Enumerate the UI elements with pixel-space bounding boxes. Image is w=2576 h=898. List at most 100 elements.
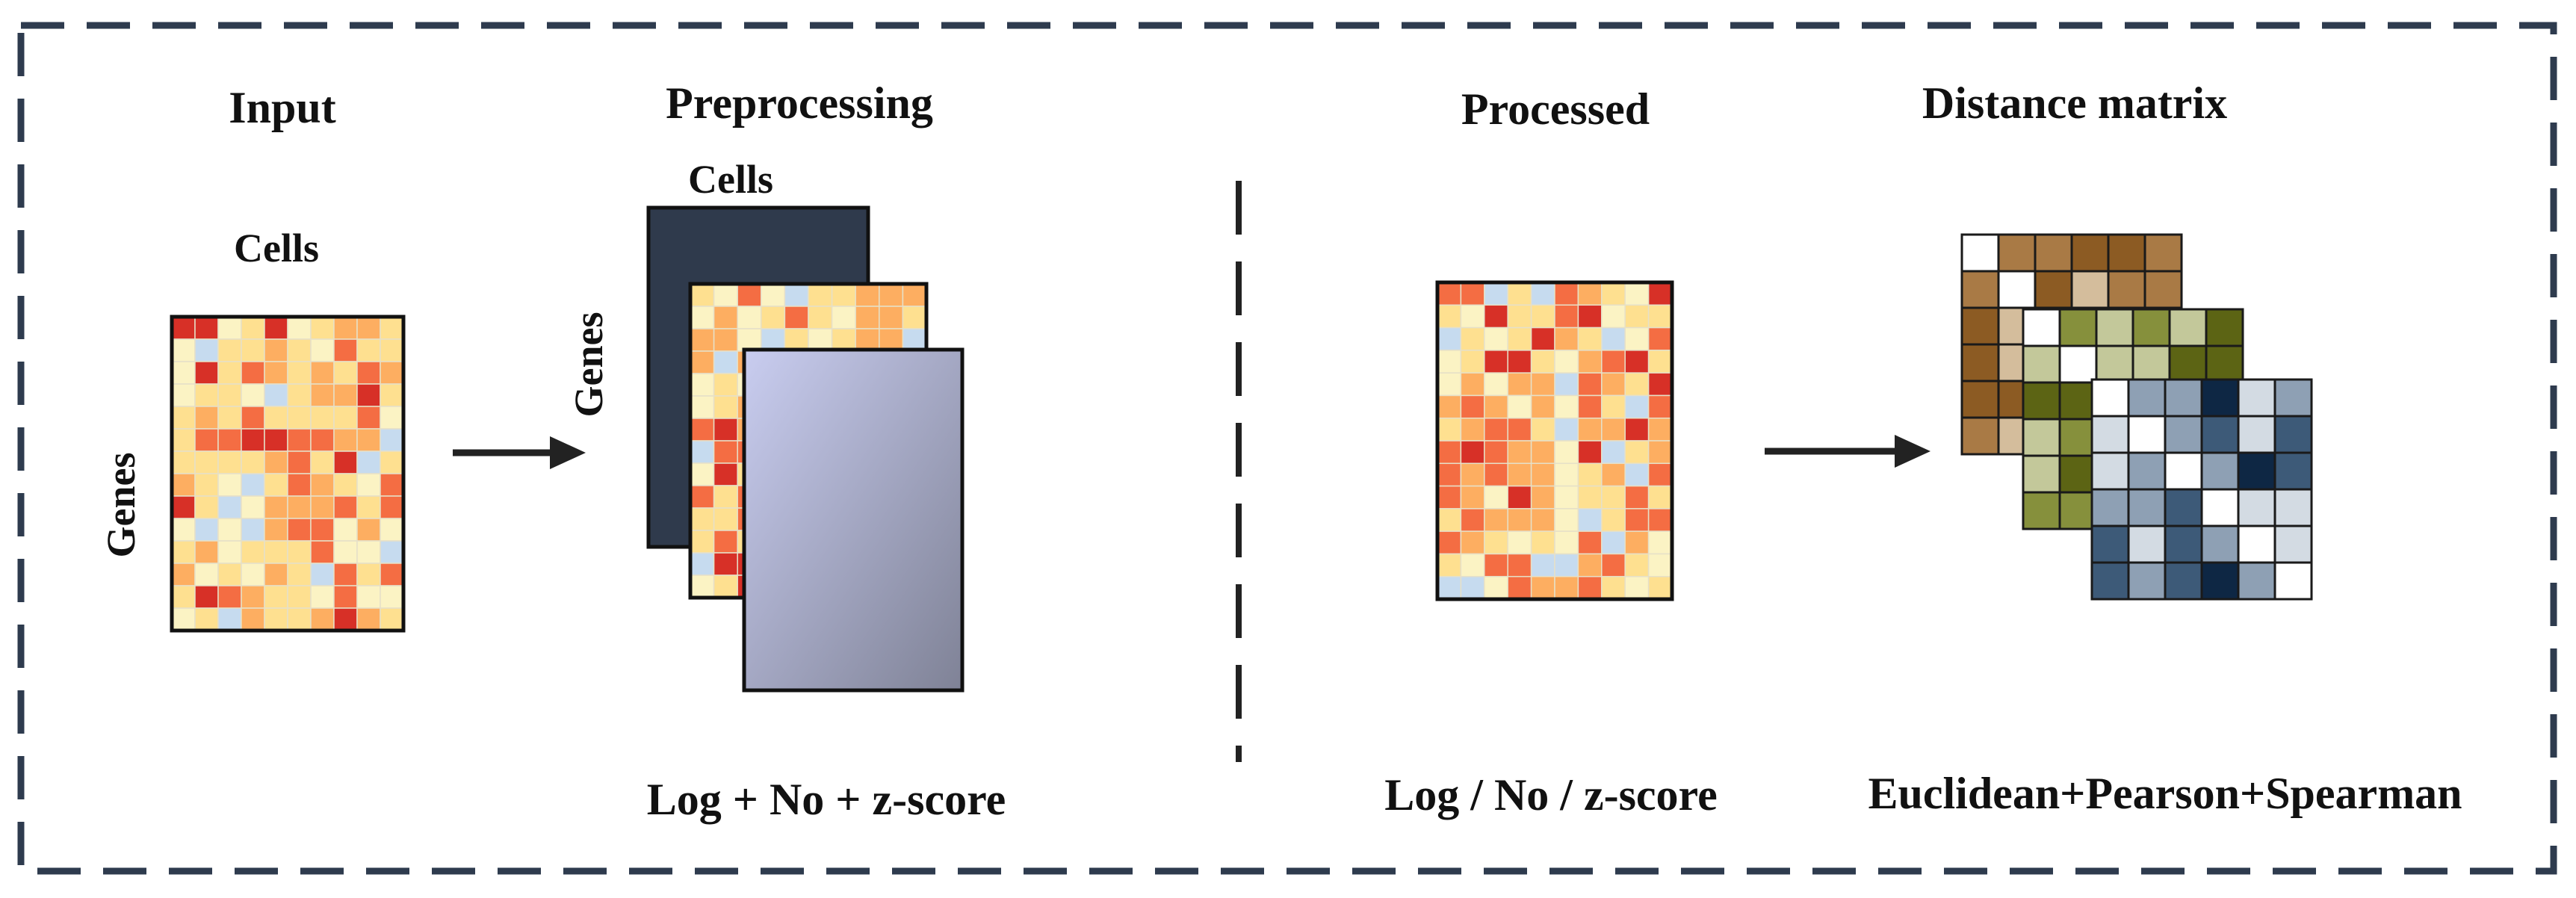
preprocessing-title: Preprocessing bbox=[666, 78, 933, 128]
heatmap-cell bbox=[194, 428, 219, 452]
heatmap-cell bbox=[1601, 485, 1626, 510]
pearson-matrix-cell bbox=[2168, 308, 2208, 347]
heatmap-cell bbox=[1624, 417, 1650, 442]
spearman-matrix-cell bbox=[2090, 524, 2130, 564]
heatmap-cell bbox=[1577, 440, 1603, 465]
heatmap-cell bbox=[1484, 394, 1508, 419]
heatmap-cell bbox=[310, 450, 335, 474]
heatmap-cell bbox=[217, 361, 242, 385]
spearman-distance-matrix bbox=[2090, 378, 2313, 601]
heatmap-cell bbox=[287, 450, 312, 474]
euclidean-matrix-cell bbox=[2034, 270, 2073, 309]
heatmap-cell bbox=[194, 338, 219, 362]
heatmap-cell bbox=[855, 283, 880, 307]
heatmap-cell bbox=[784, 306, 809, 329]
heatmap-cell bbox=[1577, 508, 1603, 532]
heatmap-cell bbox=[1577, 417, 1603, 442]
heatmap-cell bbox=[217, 495, 242, 519]
heatmap-cell bbox=[1460, 575, 1485, 600]
heatmap-cell bbox=[1484, 462, 1508, 487]
heatmap-cell bbox=[1577, 350, 1603, 374]
pearson-matrix-cell bbox=[2205, 344, 2244, 384]
heatmap-cell bbox=[1577, 530, 1603, 555]
heatmap-cell bbox=[287, 518, 312, 542]
heatmap-cell bbox=[902, 306, 927, 329]
heatmap-cell bbox=[264, 428, 288, 452]
heatmap-cell bbox=[171, 361, 196, 385]
heatmap-cell bbox=[241, 540, 265, 564]
spearman-matrix-cell bbox=[2200, 561, 2240, 601]
input-genes-label: Genes bbox=[99, 453, 143, 558]
heatmap-cell bbox=[1484, 326, 1508, 351]
heatmap-cell bbox=[1554, 508, 1579, 532]
heatmap-cell bbox=[356, 518, 381, 542]
heatmap-cell bbox=[690, 575, 715, 598]
heatmap-cell bbox=[1530, 485, 1555, 510]
heatmap-cell bbox=[902, 283, 927, 307]
processed-caption: Log / No / z-score bbox=[1384, 770, 1717, 820]
heatmap-cell bbox=[879, 328, 904, 352]
heatmap-cell bbox=[1460, 462, 1485, 487]
heatmap-cell bbox=[287, 383, 312, 407]
spearman-matrix-cell bbox=[2237, 415, 2276, 454]
heatmap-cell bbox=[1460, 553, 1485, 577]
heatmap-cell bbox=[217, 428, 242, 452]
spearman-matrix-cell bbox=[2237, 451, 2276, 491]
heatmap-cell bbox=[690, 283, 715, 307]
heatmap-cell bbox=[241, 316, 265, 340]
heatmap-cell bbox=[784, 283, 809, 307]
heatmap-cell bbox=[1437, 417, 1462, 442]
heatmap-cell bbox=[171, 428, 196, 452]
heatmap-cell bbox=[287, 361, 312, 385]
heatmap-cell bbox=[690, 306, 715, 329]
heatmap-cell bbox=[287, 406, 312, 430]
heatmap-cell bbox=[1554, 394, 1579, 419]
heatmap-cell bbox=[1437, 440, 1462, 465]
heatmap-cell bbox=[241, 473, 265, 497]
arrow-right-icon bbox=[1765, 435, 1931, 468]
heatmap-cell bbox=[1437, 553, 1462, 577]
heatmap-cell bbox=[690, 440, 715, 464]
heatmap-cell bbox=[713, 507, 738, 531]
spearman-matrix-cell bbox=[2090, 561, 2130, 601]
euclidean-matrix-cell bbox=[2107, 270, 2146, 309]
heatmap-cell bbox=[194, 495, 219, 519]
heatmap-cell bbox=[784, 328, 809, 352]
heatmap-cell bbox=[310, 383, 335, 407]
heatmap-cell bbox=[1577, 282, 1603, 306]
heatmap-cell bbox=[171, 316, 196, 340]
heatmap-cell bbox=[1507, 440, 1532, 465]
heatmap-cell bbox=[333, 428, 358, 452]
heatmap-cell bbox=[1507, 462, 1532, 487]
heatmap-cell bbox=[690, 418, 715, 442]
processed-heatmap-border bbox=[1435, 280, 1674, 601]
euclidean-matrix-cell bbox=[1997, 270, 2037, 309]
heatmap-cell bbox=[1460, 394, 1485, 419]
heatmap-cell bbox=[690, 507, 715, 531]
spearman-matrix-cell bbox=[2090, 415, 2130, 454]
pearson-matrix-cell bbox=[2131, 344, 2171, 384]
heatmap-cell bbox=[1507, 394, 1532, 419]
heatmap-cell bbox=[1554, 417, 1579, 442]
heatmap-cell bbox=[356, 473, 381, 497]
spearman-matrix-cell bbox=[2127, 488, 2167, 527]
euclidean-matrix-cell bbox=[1960, 306, 2000, 346]
heatmap-cell bbox=[1484, 350, 1508, 374]
heatmap-cell bbox=[171, 585, 196, 609]
heatmap-cell bbox=[1437, 485, 1462, 510]
heatmap-cell bbox=[1624, 553, 1650, 577]
distance-matrix-title: Distance matrix bbox=[1922, 78, 2227, 128]
heatmap-cell bbox=[1530, 575, 1555, 600]
heatmap-cell bbox=[380, 428, 404, 452]
spearman-matrix-cell bbox=[2164, 415, 2203, 454]
heatmap-cell bbox=[1437, 282, 1462, 306]
heatmap-cell bbox=[1647, 440, 1673, 465]
euclidean-matrix-cell bbox=[2034, 233, 2073, 273]
heatmap-cell bbox=[241, 607, 265, 631]
heatmap-cell bbox=[690, 462, 715, 486]
heatmap-cell bbox=[1647, 304, 1673, 329]
heatmap-cell bbox=[287, 585, 312, 609]
heatmap-cell bbox=[1554, 372, 1579, 397]
heatmap-cell bbox=[194, 585, 219, 609]
heatmap-cell bbox=[1647, 394, 1673, 419]
